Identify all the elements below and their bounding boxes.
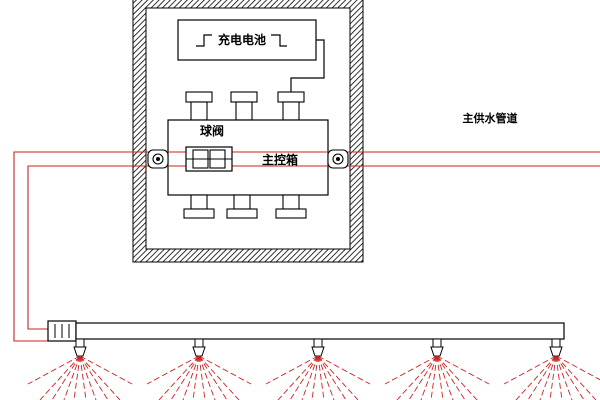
spray-fan-2 — [146, 355, 252, 400]
spray-fan-3 — [265, 355, 371, 400]
top-connector-1 — [185, 91, 213, 121]
pipe-outer-loop — [13, 151, 148, 342]
top-connector-3 — [277, 91, 305, 121]
top-connector-2 — [230, 91, 258, 121]
battery-wire — [290, 39, 325, 92]
nozzle-5 — [503, 338, 600, 400]
bottom-connector-3 — [275, 194, 307, 219]
ball-valve — [185, 146, 233, 172]
right-coupling — [327, 149, 349, 169]
main-water-pipe-label: 主供水管道 — [463, 111, 518, 125]
battery-box: 充电电池 — [177, 19, 317, 61]
bottom-connector-2 — [226, 194, 258, 219]
spray-bar-pipe — [75, 322, 565, 340]
spray-fan-4 — [384, 355, 490, 400]
battery-label: 充电电池 — [218, 32, 266, 47]
nozzle-4 — [384, 338, 490, 400]
spray-fan-1 — [27, 355, 133, 400]
spray-fan-5 — [503, 355, 600, 400]
bottom-connector-1 — [183, 194, 215, 219]
bottom-connectors — [183, 194, 307, 219]
left-coupling — [147, 149, 169, 169]
supply-pipes — [13, 151, 600, 342]
ball-valve-label: 球阀 — [200, 123, 224, 138]
nozzle-3 — [265, 338, 371, 400]
cabinet-wall — [132, 0, 364, 263]
control-cabinet — [132, 0, 364, 263]
pipe-inner-loop — [27, 165, 148, 330]
main-control-box-label: 主控箱 — [262, 152, 298, 167]
nozzle-group — [27, 338, 600, 400]
top-connectors — [185, 91, 305, 121]
nozzle-1 — [27, 338, 133, 400]
spray-bar — [47, 320, 565, 342]
nozzle-2 — [146, 338, 252, 400]
